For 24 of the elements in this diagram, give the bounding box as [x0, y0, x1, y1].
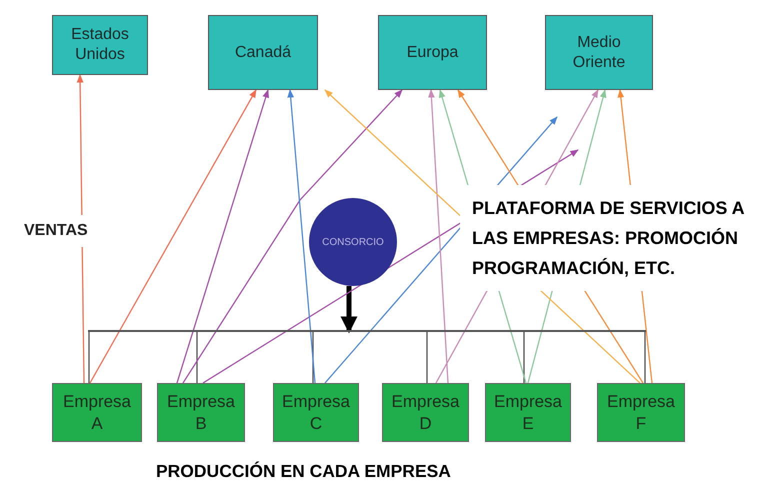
connector-line [196, 332, 198, 383]
arrow [76, 74, 85, 383]
connector-line [644, 332, 646, 383]
company-box: Empresa B [157, 383, 245, 442]
arrow [287, 89, 316, 384]
company-box: Empresa E [485, 383, 571, 442]
market-box: Medio Oriente [545, 15, 653, 90]
market-box: Europa [378, 15, 487, 90]
connector-line [523, 332, 525, 383]
axis-label: VENTAS [24, 215, 88, 247]
arrow [340, 286, 358, 334]
connector-line [426, 332, 428, 383]
arrow [176, 89, 269, 384]
arrow [182, 89, 403, 384]
company-box: Empresa A [52, 383, 142, 442]
company-box: Empresa D [382, 383, 469, 442]
arrow [89, 89, 257, 384]
arrow [428, 89, 449, 384]
connector-line [88, 332, 90, 383]
company-box: Empresa C [273, 383, 359, 442]
market-box: Estados Unidos [52, 15, 148, 75]
caption-text: PRODUCCIÓN EN CADA EMPRESA [156, 460, 451, 483]
market-box: Canadá [208, 15, 318, 90]
company-box: Empresa F [597, 383, 685, 442]
